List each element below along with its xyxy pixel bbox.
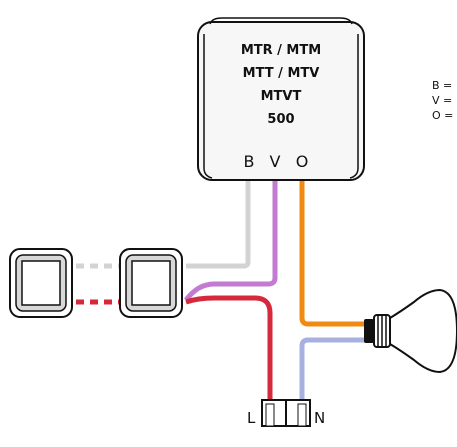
terminal-o-label: O [296,152,309,171]
line-label: L [247,409,256,427]
wire-legend: B = V = O = [432,79,453,122]
neutral-label: N [314,409,325,427]
white-wire [186,181,251,269]
light-bulb-icon [364,288,457,374]
blue-wire [299,337,366,408]
switch-1 [9,248,73,318]
violet-wire [184,181,278,302]
legend-item-b: B = [432,79,452,92]
supply-terminal-block: L N [247,399,325,427]
module-model-line-4: 500 [267,112,294,127]
legend-item-o: O = [432,109,453,122]
wires [76,181,366,408]
switch-2 [119,248,183,318]
control-module: MTR / MTM MTT / MTV MTVT 500 B V O [197,17,365,181]
legend-item-v: V = [432,94,452,107]
red-wire [185,295,273,408]
orange-wire [299,181,366,327]
module-model-line-1: MTR / MTM [241,43,321,58]
terminal-b-label: B [244,152,255,171]
module-model-line-3: MTVT [261,89,302,104]
terminal-v-label: V [270,152,281,171]
module-model-line-2: MTT / MTV [243,66,320,81]
